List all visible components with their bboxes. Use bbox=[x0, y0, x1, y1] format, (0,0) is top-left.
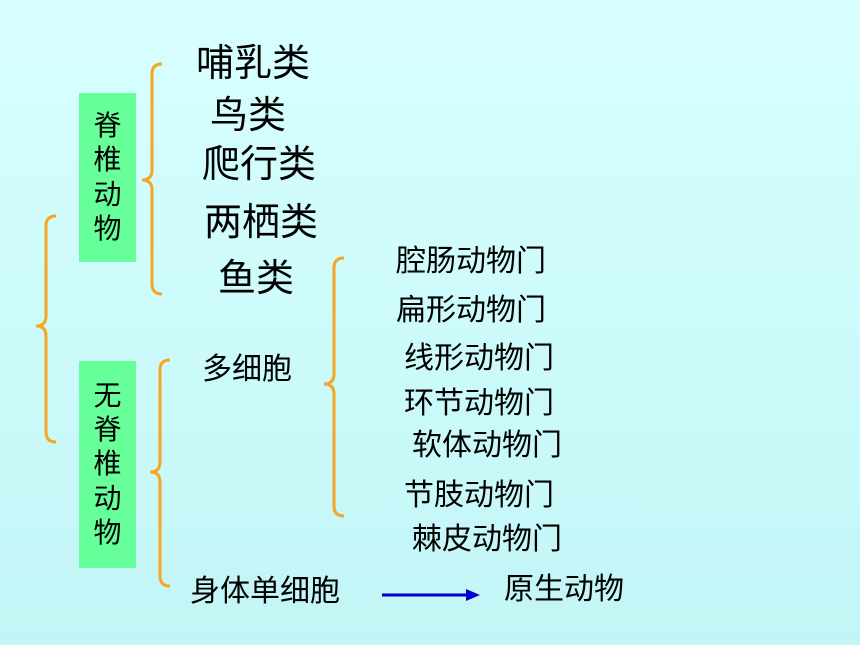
phylum-echinodermata: 棘皮动物门 bbox=[412, 522, 562, 557]
invertebrate-label-char: 动 bbox=[93, 481, 122, 515]
phylum-annelida: 环节动物门 bbox=[404, 386, 554, 421]
vertebrate-label-char: 物 bbox=[93, 211, 122, 245]
root-brace bbox=[35, 214, 57, 444]
vertebrate-brace bbox=[141, 62, 163, 296]
phylum-arthropoda: 节肢动物门 bbox=[404, 478, 554, 513]
invertebrate-label-char: 椎 bbox=[93, 447, 122, 481]
multicellular-label: 多细胞 bbox=[202, 352, 292, 387]
vertebrate-label-char: 脊 bbox=[93, 109, 122, 143]
class-reptiles: 爬行类 bbox=[202, 142, 317, 186]
class-mammals: 哺乳类 bbox=[196, 41, 311, 85]
vertebrate-label-char: 椎 bbox=[93, 143, 122, 177]
class-fish: 鱼类 bbox=[218, 256, 295, 300]
phylum-cnidaria: 腔肠动物门 bbox=[396, 244, 546, 279]
invertebrate-label-char: 无 bbox=[93, 379, 122, 413]
phylum-platyhelminthes: 扁形动物门 bbox=[396, 293, 546, 328]
invertebrate-label-char: 脊 bbox=[93, 413, 122, 447]
arrow-head-icon bbox=[466, 589, 480, 601]
invertebrate-label-box: 无 脊 椎 动 物 bbox=[79, 361, 136, 568]
phylum-mollusca: 软体动物门 bbox=[412, 428, 562, 463]
class-birds: 鸟类 bbox=[210, 93, 287, 137]
class-amphibians: 两栖类 bbox=[204, 200, 319, 244]
protozoa-label: 原生动物 bbox=[504, 572, 624, 607]
unicellular-label: 身体单细胞 bbox=[190, 574, 340, 609]
invertebrate-brace bbox=[149, 358, 171, 588]
invertebrate-label-char: 物 bbox=[93, 515, 122, 549]
phylum-nematoda: 线形动物门 bbox=[404, 341, 554, 376]
vertebrate-label-box: 脊 椎 动 物 bbox=[79, 93, 136, 262]
multicellular-brace bbox=[323, 256, 345, 518]
vertebrate-label-char: 动 bbox=[93, 177, 122, 211]
